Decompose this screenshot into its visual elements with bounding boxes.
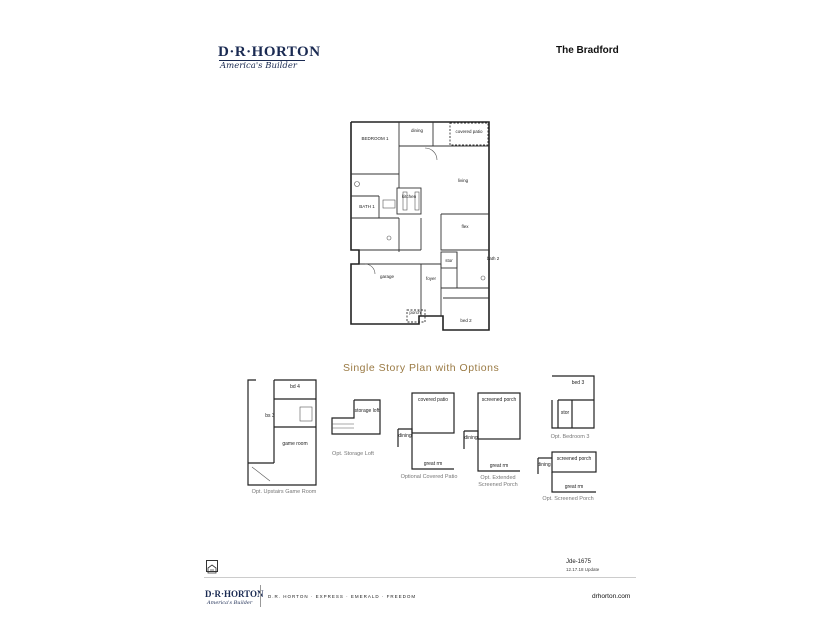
logo-wordmark: D·R·HORTON [218,44,321,60]
plan-name: The Bradford [556,45,619,56]
label-bed3: bed 3 [572,380,585,386]
label-great-rm-option: great rm [424,461,443,467]
label-flex: flex [461,224,469,229]
label-living: living [458,178,469,183]
option-bedroom3-plan: bed 3 stor [551,375,595,429]
label-bath2: bath 2 [487,256,500,261]
option-screened-porch-label: Opt. Screened Porch [542,496,594,502]
label-stor-bedroom3: stor [561,410,570,416]
label-bed2: bed 2 [460,318,472,323]
label-great-rm-screened: great rm [565,484,584,490]
footer-logo-wordmark: D·R·HORTON [205,589,264,599]
logo-rule [219,60,305,61]
footer-logo-tagline: America's Builder [207,600,253,606]
section-title: Single Story Plan with Options [343,362,500,374]
option-screened-porch-plan: screened porch dining great rm [537,451,597,493]
option-extended-screened-porch-label-2: Screened Porch [478,482,518,488]
label-covered-patio-option: covered patio [418,397,448,403]
label-bath3: bs 3 [265,413,275,419]
label-dining-screened: dining [537,462,551,468]
label-covered-patio: covered patio [455,129,483,134]
main-floor-plan: BEDROOM 1 dining covered patio living ki… [350,121,500,331]
option-covered-patio-label: Optional Covered Patio [400,474,458,480]
label-dining: dining [411,128,424,133]
label-game-room: game room [282,441,307,447]
option-extended-screened-porch-label-1: Opt. Extended [480,475,516,481]
plan-code: Jde-1675 [566,559,592,565]
label-foyer: foyer [426,276,437,281]
label-bath1: BATH 1 [359,204,375,209]
footer-rule [204,577,636,578]
option-upstairs-game-room-plan: bd 4 bs 3 game room [247,379,317,486]
label-dining-extended: dining [464,435,478,441]
equal-housing-icon [206,560,218,574]
label-storage-loft: storage loft [355,408,380,414]
label-screened-porch-extended: screened porch [482,397,517,403]
logo-tagline: America's Builder [220,61,297,71]
label-porch: porch [409,310,421,315]
label-bed4: bd 4 [290,384,300,390]
option-storage-loft-label: Opt. Storage Loft [332,451,374,457]
option-bedroom3-label: Opt. Bedroom 3 [550,434,590,440]
label-kitchen: kitchen [402,194,417,199]
option-extended-screened-porch-plan: screened porch dining great rm [463,392,521,472]
label-screened-porch: screened porch [557,456,592,462]
website-link[interactable]: drhorton.com [592,593,631,600]
brand-list: D.R. HORTON · EXPRESS · EMERALD · FREEDO… [268,594,417,599]
footer-divider [260,585,261,607]
label-dining-option: dining [398,433,412,439]
option-upstairs-game-room-label: Opt. Upstairs Game Room [251,489,317,495]
option-storage-loft-plan: storage loft [331,399,381,435]
plan-date: 12.17.18 Update [566,567,600,572]
label-great-rm-extended: great rm [490,463,509,469]
option-covered-patio-plan: covered patio dining great rm [397,392,455,470]
label-bedroom1: BEDROOM 1 [361,136,389,141]
label-stor: stor [445,258,453,263]
label-garage: garage [380,274,395,279]
